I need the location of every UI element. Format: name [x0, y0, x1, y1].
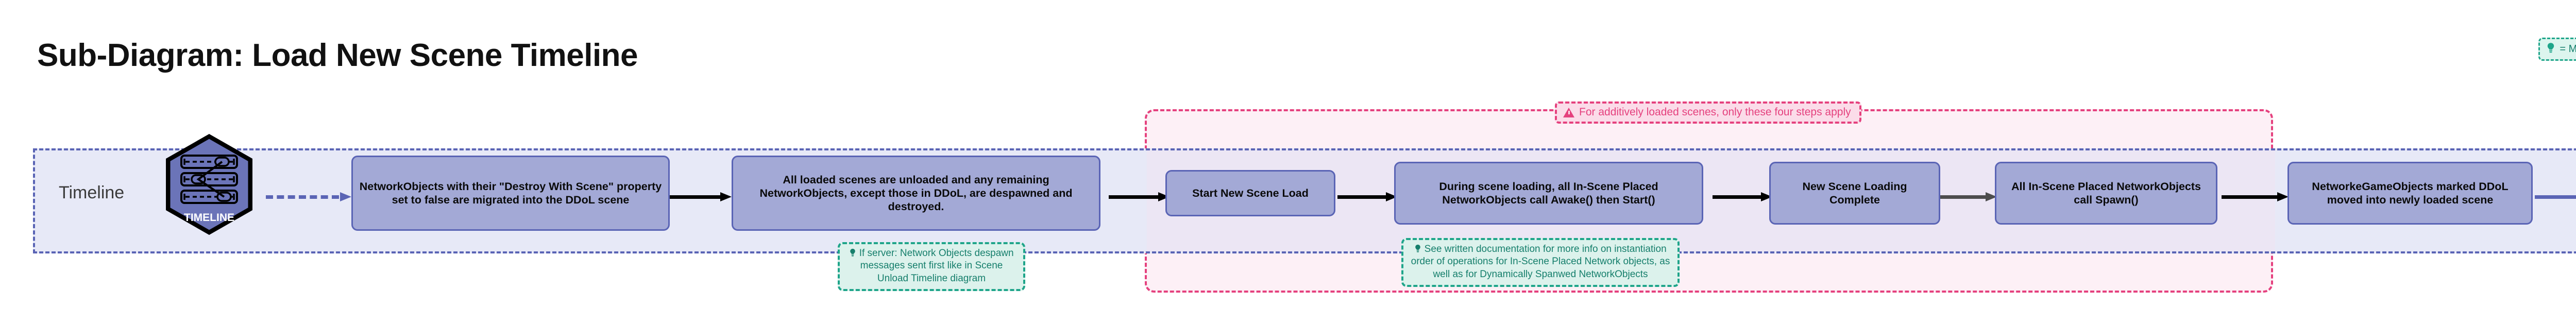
node-awake-start[interactable]: During scene loading, all In-Scene Place… — [1394, 162, 1703, 225]
note-despawn-label: If server: Network Objects despawn messa… — [859, 248, 1014, 284]
node-loading-complete[interactable]: New Scene Loading Complete — [1769, 162, 1940, 225]
legend-more-info-badge[interactable]: = More info — [2538, 38, 2576, 61]
note-documentation-reference: See written documentation for more info … — [1401, 238, 1680, 287]
node-unload-scenes[interactable]: All loaded scenes are unloaded and any r… — [732, 156, 1100, 231]
lightbulb-icon — [849, 248, 856, 258]
connector-lane-to-node1 — [266, 192, 351, 201]
connector-node6-to-node7 — [2222, 192, 2289, 201]
connector-node4-to-node5 — [1713, 192, 1772, 201]
legend-label: = More info — [2560, 43, 2576, 55]
additive-scenes-warning-note: For additively loaded scenes, only these… — [1555, 101, 1861, 124]
timeline-icon-caption: TIMELINE — [184, 212, 234, 224]
note-despawn-messages: If server: Network Objects despawn messa… — [838, 242, 1025, 291]
lightbulb-icon — [1414, 244, 1421, 254]
connector-node5-to-node6 — [1937, 192, 1997, 201]
node-ddol-migrate[interactable]: NetworkObjects with their "Destroy With … — [351, 156, 670, 231]
timeline-hexagon-icon: TIMELINE — [164, 133, 255, 236]
lightbulb-icon — [2546, 42, 2555, 56]
swimlane-label: Timeline — [59, 183, 125, 202]
connector-node2-to-node3 — [1109, 192, 1170, 201]
warning-triangle-icon — [1563, 107, 1574, 117]
page-title: Sub-Diagram: Load New Scene Timeline — [37, 38, 638, 73]
node-ddol-move[interactable]: NetworkeGameObjects marked DDoL moved in… — [2287, 162, 2533, 225]
node-start-load[interactable]: Start New Scene Load — [1165, 170, 1335, 216]
note-docs-label: See written documentation for more info … — [1411, 244, 1670, 280]
connector-node7-to-lane-end — [2535, 193, 2576, 200]
node-call-spawn[interactable]: All In-Scene Placed NetworkObjects call … — [1995, 162, 2217, 225]
connector-node3-to-node4 — [1337, 192, 1397, 201]
additive-note-label: For additively loaded scenes, only these… — [1579, 106, 1851, 118]
connector-node1-to-node2 — [669, 192, 732, 201]
